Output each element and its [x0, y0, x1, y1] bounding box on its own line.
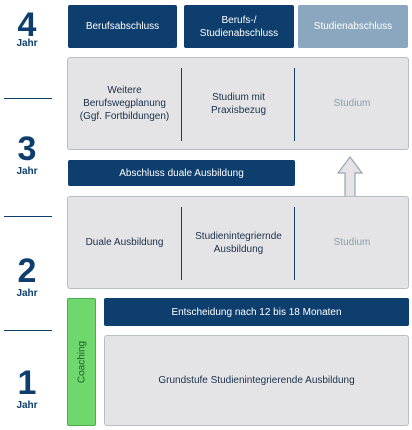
year2-panel [67, 196, 409, 289]
berufs-studienabschluss-line2: Studienabschluss [199, 27, 279, 39]
year-divider [4, 216, 52, 217]
studienintegriernde-line2: Ausbildung [213, 243, 264, 255]
entscheidung-bar: Entscheidung nach 12 bis 18 Monaten [104, 298, 409, 326]
studium-year3-cell: Studium [296, 57, 408, 150]
berufswegplanung-line2: Berufswegplanung [83, 98, 166, 109]
up-arrow-icon [336, 156, 364, 198]
studium-year2-label: Studium [333, 237, 371, 248]
year-1-label: Jahr [16, 400, 38, 411]
studium-praxisbezug-cell: Studium mit Praxisbezug [183, 57, 294, 150]
studienintegriernde-line1: Studienintegriernde [195, 230, 282, 242]
studium-year2-cell: Studium [296, 196, 408, 289]
berufs-studienabschluss-box: Berufs-/ Studienabschluss [184, 5, 294, 48]
year-3-label: Jahr [16, 166, 38, 177]
year-2-number: 2 [17, 252, 37, 290]
studienintegriernde-cell: Studienintegriernde Ausbildung [183, 196, 294, 289]
studium-praxisbezug-line2: Praxisbezug [210, 104, 267, 116]
berufswegplanung-cell: Weitere Berufswegplanung (Ggf. Fortbildu… [68, 57, 181, 150]
grundstufe-panel: Grundstufe Studienintegrierende Ausbildu… [104, 335, 409, 426]
berufswegplanung-line3: (Ggf. Fortbildungen) [79, 111, 170, 122]
year-4-label: Jahr [16, 38, 38, 49]
column-separator [294, 207, 295, 280]
year-3-number: 3 [17, 130, 37, 168]
studienabschluss-label: Studienabschluss [313, 21, 393, 32]
year-divider [4, 330, 52, 331]
duale-ausbildung-cell: Duale Ausbildung [68, 196, 181, 289]
year-1-number: 1 [17, 364, 37, 402]
year-divider [4, 98, 52, 99]
column-separator [181, 68, 182, 141]
abschluss-duale-bar: Abschluss duale Ausbildung [68, 160, 295, 186]
berufs-studienabschluss-line1: Berufs-/ [221, 14, 257, 26]
column-separator [294, 68, 295, 141]
duale-ausbildung-label: Duale Ausbildung [85, 237, 164, 248]
studienabschluss-box: Studienabschluss [298, 5, 408, 48]
year-4-number: 4 [17, 6, 37, 44]
entscheidung-label: Entscheidung nach 12 bis 18 Monaten [171, 306, 342, 318]
grundstufe-label: Grundstufe Studienintegrierende Ausbildu… [158, 375, 355, 386]
abschluss-duale-label: Abschluss duale Ausbildung [119, 167, 244, 179]
column-separator [181, 207, 182, 280]
studium-year3-label: Studium [333, 98, 371, 109]
year-2-label: Jahr [16, 288, 38, 299]
coaching-bar: Coaching [67, 298, 96, 426]
coaching-label: Coaching [76, 340, 87, 384]
berufsabschluss-label: Berufsabschluss [85, 21, 160, 32]
berufswegplanung-line1: Weitere [107, 85, 142, 96]
berufsabschluss-box: Berufsabschluss [68, 5, 177, 48]
year3-panel [67, 57, 409, 150]
studium-praxisbezug-line1: Studium mit [212, 91, 265, 103]
